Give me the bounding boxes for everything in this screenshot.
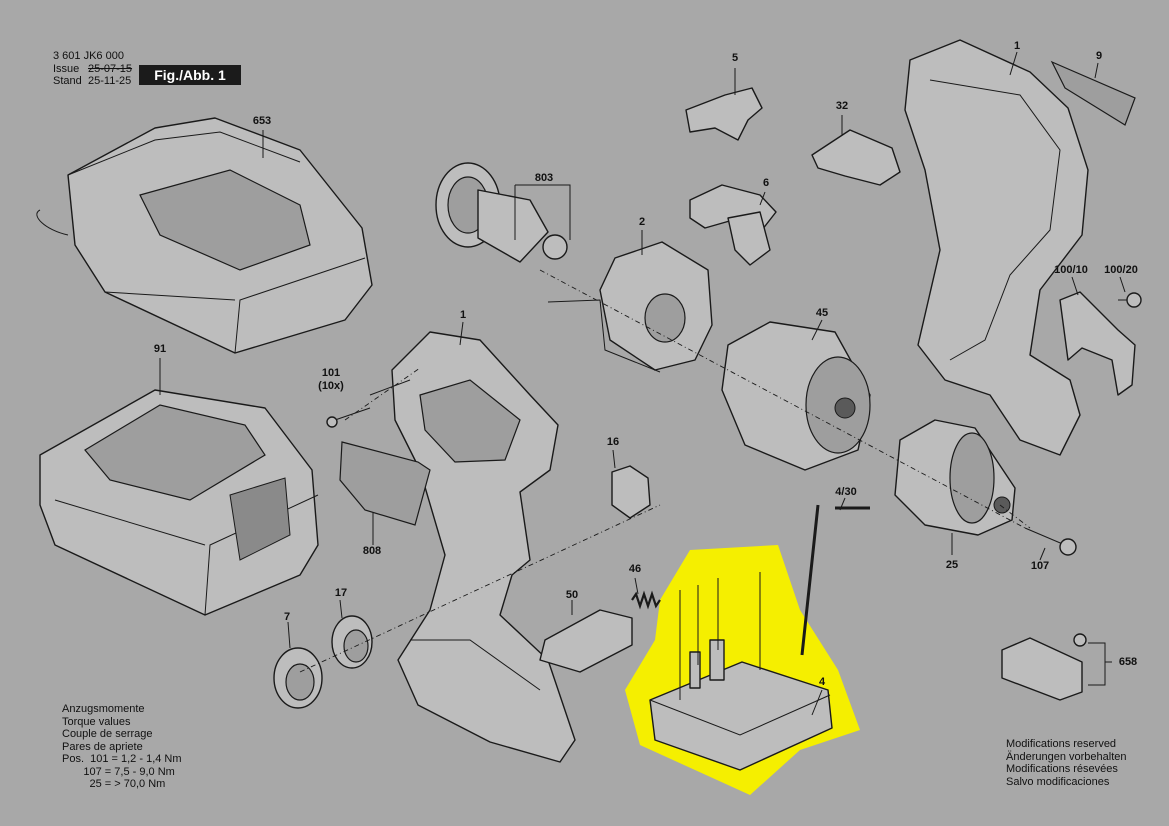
stand-date: 25-11-25 xyxy=(88,75,132,87)
callout-5[interactable]: 5 xyxy=(731,52,739,64)
torque-values: Anzugsmomente Torque values Couple de se… xyxy=(62,703,182,791)
callout-100-10[interactable]: 100/10 xyxy=(1054,264,1088,276)
part-1-housing-left[interactable] xyxy=(391,331,576,763)
callout-101[interactable]: 101 xyxy=(321,367,341,379)
leader-lines xyxy=(159,51,1126,716)
assembly-axis-lines xyxy=(299,269,1031,673)
callout-101-qty: (10x) xyxy=(318,380,344,392)
part-100-20-screw[interactable] xyxy=(1118,292,1142,308)
part-658[interactable] xyxy=(1001,637,1083,701)
part-803-motor[interactable] xyxy=(435,162,568,263)
callout-16[interactable]: 16 xyxy=(606,436,620,448)
part-1-housing-right[interactable] xyxy=(904,39,1089,456)
callout-25[interactable]: 25 xyxy=(945,559,959,571)
part-25-chuck[interactable] xyxy=(894,419,1016,536)
part-16[interactable] xyxy=(611,465,651,519)
callout-9[interactable]: 9 xyxy=(1095,50,1103,62)
mod-line-1: Modifications reserved xyxy=(1006,738,1117,750)
part-101-screw[interactable] xyxy=(326,407,371,428)
part-91-battery[interactable] xyxy=(39,389,319,616)
mod-line-2: Änderungen vorbehalten xyxy=(1006,750,1127,763)
part-7[interactable] xyxy=(273,647,323,709)
callout-653[interactable]: 653 xyxy=(252,115,272,127)
part-808-label[interactable] xyxy=(339,441,431,526)
figure-label: Fig./Abb. 1 xyxy=(139,65,241,85)
mod-line-3: Modifications résevées xyxy=(1006,763,1118,775)
part-100-10-clip[interactable] xyxy=(1059,291,1136,396)
part-653-charger[interactable] xyxy=(36,117,373,354)
callout-46[interactable]: 46 xyxy=(628,563,642,575)
callout-2[interactable]: 2 xyxy=(638,216,646,228)
part-17[interactable] xyxy=(331,615,373,669)
stand-label: Stand xyxy=(53,75,82,87)
callout-1-top[interactable]: 1 xyxy=(1013,40,1021,52)
issue-label: Issue xyxy=(53,63,80,75)
callout-17[interactable]: 17 xyxy=(334,587,348,599)
callout-50[interactable]: 50 xyxy=(565,589,579,601)
part-2-motor-housing[interactable] xyxy=(547,241,713,373)
callout-7[interactable]: 7 xyxy=(283,611,291,623)
part-50[interactable] xyxy=(539,609,633,673)
callout-803[interactable]: 803 xyxy=(534,172,554,184)
callout-1-mid[interactable]: 1 xyxy=(459,309,467,321)
callout-100-20[interactable]: 100/20 xyxy=(1104,264,1138,276)
torque-line-7: 25 = > 70,0 Nm xyxy=(62,778,166,790)
callout-32[interactable]: 32 xyxy=(835,100,849,112)
torque-line-3: Couple de serrage xyxy=(62,728,153,740)
callout-658[interactable]: 658 xyxy=(1118,656,1138,668)
mod-line-4: Salvo modificaciones xyxy=(1006,775,1110,788)
callout-4[interactable]: 4 xyxy=(818,676,826,688)
part-32[interactable] xyxy=(811,129,901,186)
part-5[interactable] xyxy=(685,87,763,141)
drawing-number: 3 601 JK6 000 xyxy=(53,50,124,62)
torque-line-5: Pos. 101 = 1,2 - 1,4 Nm xyxy=(62,753,182,765)
callout-808[interactable]: 808 xyxy=(362,545,382,557)
part-658-screw[interactable] xyxy=(1073,633,1087,647)
part-9-nameplate[interactable] xyxy=(1050,60,1136,126)
part-107-screw[interactable] xyxy=(1024,527,1077,556)
callout-6[interactable]: 6 xyxy=(762,177,770,189)
part-4-electronics[interactable] xyxy=(649,572,833,771)
callout-4-30[interactable]: 4/30 xyxy=(835,486,857,498)
issue-date: 25-07-15 xyxy=(88,63,133,75)
modifications-notice: Modifications reserved Änderungen vorbeh… xyxy=(1006,738,1126,788)
torque-line-6: 107 = 7,5 - 9,0 Nm xyxy=(62,765,175,778)
part-45-gearbox[interactable] xyxy=(721,321,871,471)
callout-107[interactable]: 107 xyxy=(1030,560,1050,572)
part-6-switch[interactable] xyxy=(689,184,777,266)
torque-line-1: Anzugsmomente xyxy=(62,703,145,715)
torque-line-2: Torque values xyxy=(62,715,131,728)
callout-45[interactable]: 45 xyxy=(815,307,829,319)
torque-line-4: Pares de apriete xyxy=(62,740,143,753)
part-46-spring[interactable] xyxy=(631,590,661,610)
callout-91[interactable]: 91 xyxy=(153,343,167,355)
